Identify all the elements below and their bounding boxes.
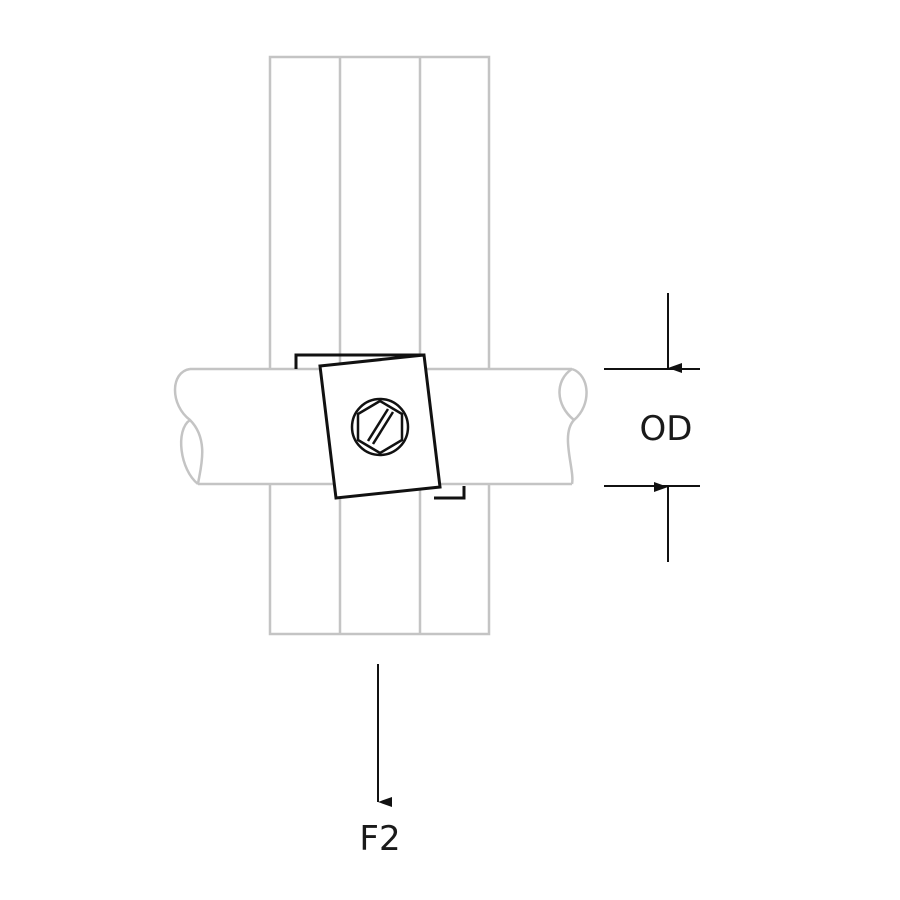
clamp-back-plate	[294, 353, 466, 500]
clamp-front-plate	[318, 353, 442, 500]
strut-channel	[268, 55, 491, 636]
od-dimension	[604, 293, 700, 562]
screw-icon	[350, 397, 410, 457]
force-label: F2	[359, 819, 400, 859]
od-label: OD	[640, 409, 693, 449]
